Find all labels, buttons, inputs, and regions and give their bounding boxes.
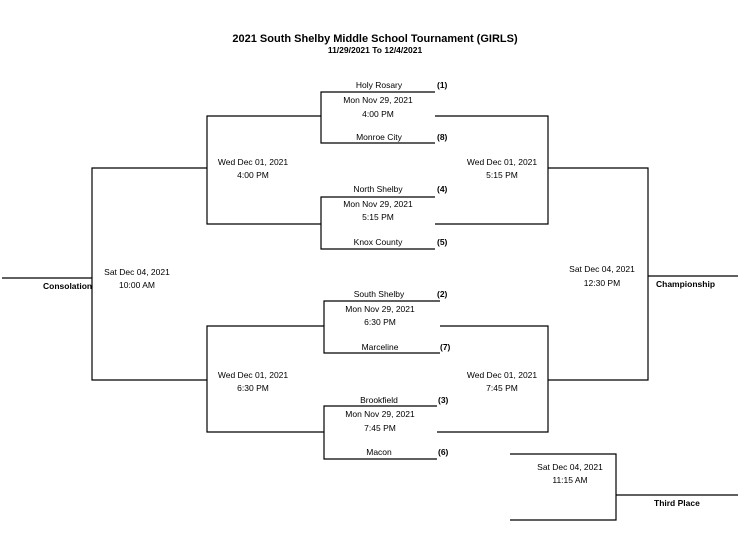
consolation-label: Consolation	[43, 281, 93, 291]
team-name: Knox County	[353, 237, 403, 247]
game-date: Mon Nov 29, 2021	[343, 199, 413, 209]
game-time: 11:15 AM	[552, 475, 588, 485]
seed-label: (1)	[437, 80, 448, 90]
game-date: Sat Dec 04, 2021	[537, 462, 603, 472]
game-date: Wed Dec 01, 2021	[217, 370, 289, 380]
game-date: Wed Dec 01, 2021	[466, 370, 538, 380]
game-time: 12:30 PM	[583, 278, 621, 288]
game-date: Sat Dec 04, 2021	[569, 264, 635, 274]
game-time: 5:15 PM	[362, 212, 394, 222]
team-name: Marceline	[361, 342, 399, 352]
page-title: 2021 South Shelby Middle School Tourname…	[232, 33, 518, 45]
date-range: 11/29/2021 To 12/4/2021	[327, 45, 423, 55]
game-time: 7:45 PM	[486, 383, 518, 393]
championship-label: Championship	[656, 279, 716, 289]
win-semi2-bracket	[437, 325, 549, 433]
game-time: 10:00 AM	[119, 280, 155, 290]
game2-bracket	[320, 196, 435, 250]
game1-bracket	[320, 91, 435, 144]
seed-label: (2)	[437, 289, 448, 299]
win-semi1-bracket	[435, 115, 549, 225]
game-date: Wed Dec 01, 2021	[217, 157, 289, 167]
seed-label: (3)	[438, 395, 449, 405]
team-name: Holy Rosary	[355, 80, 403, 90]
game-time: 6:30 PM	[364, 317, 396, 327]
game3-bracket	[323, 300, 440, 354]
team-name: Macon	[366, 447, 392, 457]
game-time: 4:00 PM	[362, 109, 394, 119]
game-time: 6:30 PM	[237, 383, 269, 393]
seed-label: (6)	[438, 447, 449, 457]
seed-label: (5)	[437, 237, 448, 247]
cons-final-bracket	[91, 167, 207, 381]
game-date: Mon Nov 29, 2021	[343, 95, 413, 105]
game-time: 4:00 PM	[237, 170, 269, 180]
team-name: Brookfield	[360, 395, 398, 405]
game-date: Mon Nov 29, 2021	[345, 409, 415, 419]
team-name: North Shelby	[353, 184, 403, 194]
seed-label: (4)	[437, 184, 448, 194]
team-name: South Shelby	[353, 289, 405, 299]
cons-semi1-bracket	[206, 115, 321, 225]
champ-bracket	[548, 167, 649, 381]
team-name: Monroe City	[356, 132, 402, 142]
game-date: Sat Dec 04, 2021	[104, 267, 170, 277]
game-time: 7:45 PM	[364, 423, 396, 433]
third-place-bracket	[510, 453, 617, 521]
third-place-label: Third Place	[654, 498, 700, 508]
game-time: 5:15 PM	[486, 170, 518, 180]
game-date: Mon Nov 29, 2021	[345, 304, 415, 314]
seed-label: (7)	[440, 342, 451, 352]
cons-semi2-bracket	[206, 325, 324, 433]
game-date: Wed Dec 01, 2021	[466, 157, 538, 167]
seed-label: (8)	[437, 132, 448, 142]
